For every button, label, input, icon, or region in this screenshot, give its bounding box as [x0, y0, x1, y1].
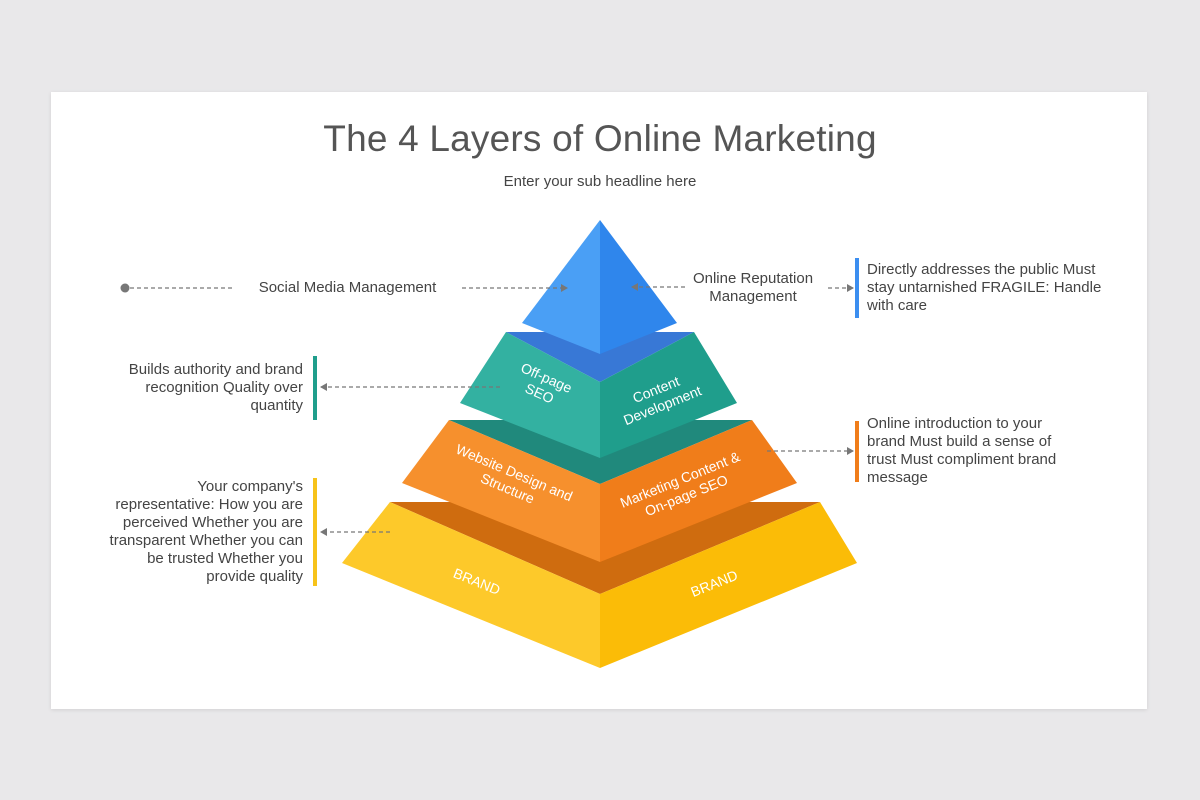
third-left-face: [402, 420, 600, 562]
note-top-right: Directly addresses the public Must stay …: [867, 261, 1102, 314]
note-base-left: Your company's representative: How you a…: [109, 478, 303, 585]
social-media-label: Social Media Management: [258, 279, 437, 296]
top-right-face: [600, 220, 677, 354]
note-bar-second-left: [313, 356, 317, 420]
page-title: The 4 Layers of Online Marketing: [323, 118, 877, 159]
note-third-right: Online introduction to your brand Must b…: [867, 415, 1057, 486]
pyramid-layer-second: [460, 332, 737, 458]
note-bar-third-right: [855, 421, 859, 482]
note-bar-top-right: [855, 258, 859, 318]
base-left-face: [342, 502, 600, 668]
second-back-shadow: [506, 332, 694, 382]
base-right-face: [600, 502, 857, 668]
social-dot: [120, 283, 130, 293]
note-bar-base-left: [313, 478, 317, 586]
note-second-left: Builds authority and brand recognition Q…: [128, 361, 303, 414]
third-right-face: [600, 420, 797, 562]
sub-headline: Enter your sub headline here: [503, 173, 697, 190]
second-left-face: [460, 332, 600, 458]
second-right-face: [600, 332, 737, 458]
online-reputation-label: Online Reputation Management: [692, 270, 814, 305]
